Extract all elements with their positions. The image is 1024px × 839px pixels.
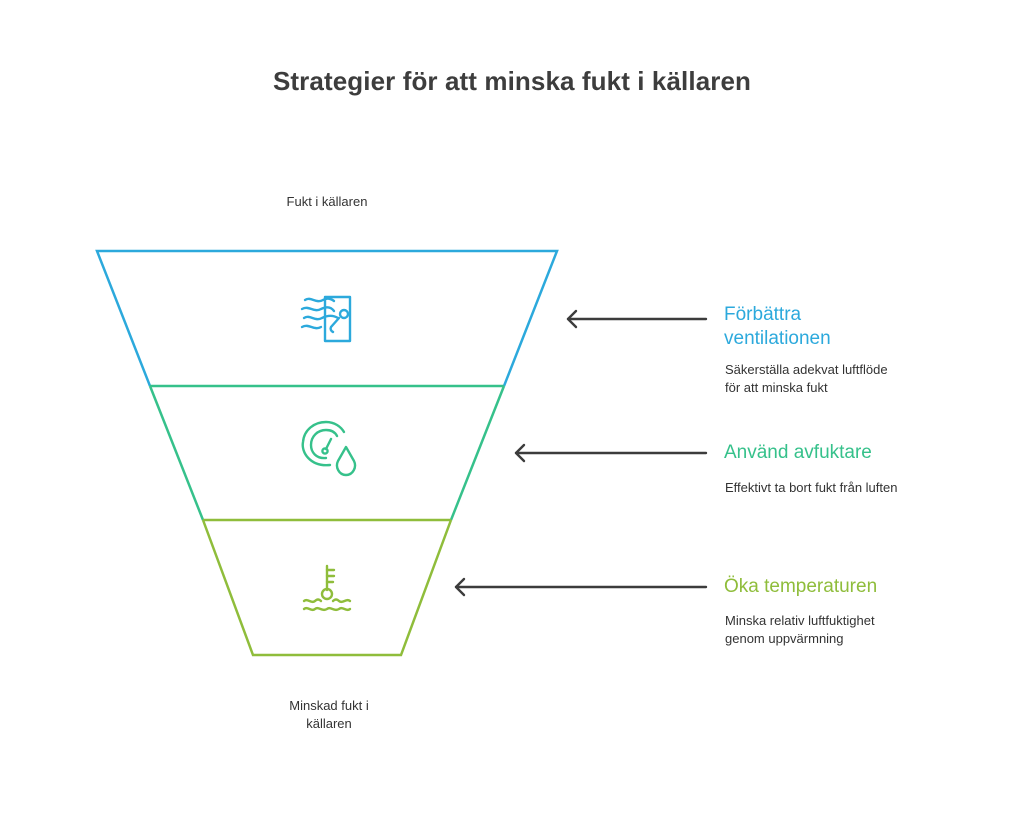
stage-1-desc-line-2: för att minska fukt: [725, 380, 828, 395]
stage-1-desc-line-1: Säkerställa adekvat luftflöde: [725, 362, 888, 377]
stage-3-description: Minska relativ luftfuktighet genom uppvä…: [725, 612, 875, 648]
stage-2-description: Effektivt ta bort fukt från luften: [725, 479, 897, 497]
arrow-stage-3: [454, 577, 708, 597]
funnel-stage-2: [148, 384, 506, 521]
stage-2-title: Använd avfuktare: [724, 441, 872, 465]
thermometer-heat-icon: [302, 564, 352, 612]
arrow-stage-2: [514, 443, 708, 463]
stage-3-title: Öka temperaturen: [724, 575, 877, 599]
stage-2-desc-line-1: Effektivt ta bort fukt från luften: [725, 480, 898, 495]
page-title: Strategier för att minska fukt i källare…: [272, 66, 752, 96]
stage-1-title-line-2: ventilationen: [724, 328, 831, 349]
stage-3-desc-line-2: genom uppvärmning: [725, 631, 844, 646]
stage-1-title: Förbättra ventilationen: [724, 303, 831, 351]
stage-1-description: Säkerställa adekvat luftflöde för att mi…: [725, 361, 888, 397]
stage-3-title-line-1: Öka temperaturen: [724, 576, 878, 597]
arrow-stage-1: [566, 309, 708, 329]
funnel-output-label-line-1: Minskad fukt i: [289, 698, 369, 713]
funnel-stage-3: [201, 518, 453, 657]
stage-3-desc-line-1: Minska relativ luftfuktighet: [725, 613, 875, 628]
funnel-stage-1: [95, 249, 559, 387]
funnel-output-label-line-2: källaren: [306, 716, 352, 731]
funnel-input-label: Fukt i källaren: [286, 194, 368, 209]
dehumidifier-icon: [301, 420, 357, 477]
ventilation-icon: [300, 295, 352, 343]
funnel-output-label: Minskad fukt i källaren: [229, 697, 429, 733]
stage-1-title-line-1: Förbättra: [724, 304, 802, 325]
stage-2-title-line-1: Använd avfuktare: [724, 442, 872, 463]
